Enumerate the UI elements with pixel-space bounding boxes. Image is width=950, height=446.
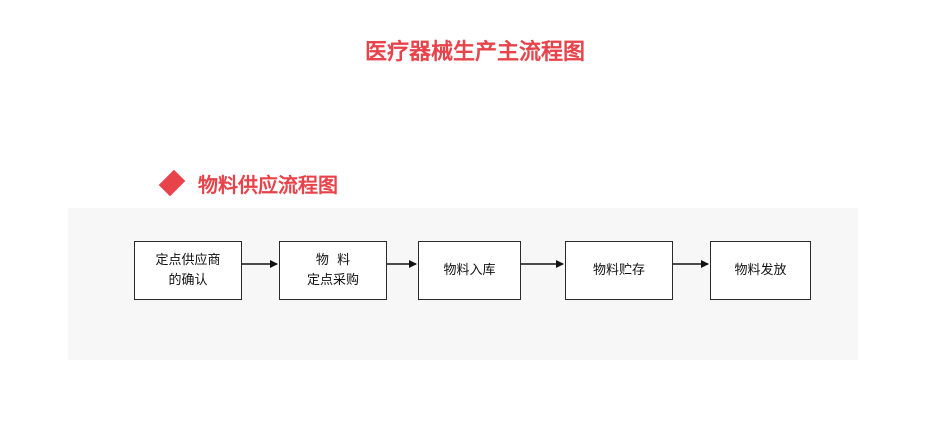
step-label-line: 物料发放: [734, 262, 787, 278]
step-material-issuing: 物料发放: [710, 241, 811, 300]
step-label-line: 定点供应商: [155, 252, 221, 268]
step-supplier-confirmation: 定点供应商 的确认: [134, 241, 242, 300]
step-material-procurement: 物 料 定点采购: [279, 241, 387, 300]
page-title: 医疗器械生产主流程图: [364, 40, 585, 65]
step-material-receiving: 物料入库: [418, 241, 521, 300]
section-title: 物料供应流程图: [198, 172, 338, 197]
step-label-line: 的确认: [168, 272, 208, 288]
step-material-storage: 物料贮存: [565, 241, 673, 300]
section-header: 物料供应流程图: [158, 166, 338, 200]
step-label-line: 物料入库: [443, 262, 496, 278]
diamond-bullet-icon: [158, 169, 186, 197]
step-label-line: 物 料: [315, 252, 351, 268]
step-label-line: 物料贮存: [592, 262, 645, 278]
step-label-line: 定点采购: [306, 272, 359, 288]
